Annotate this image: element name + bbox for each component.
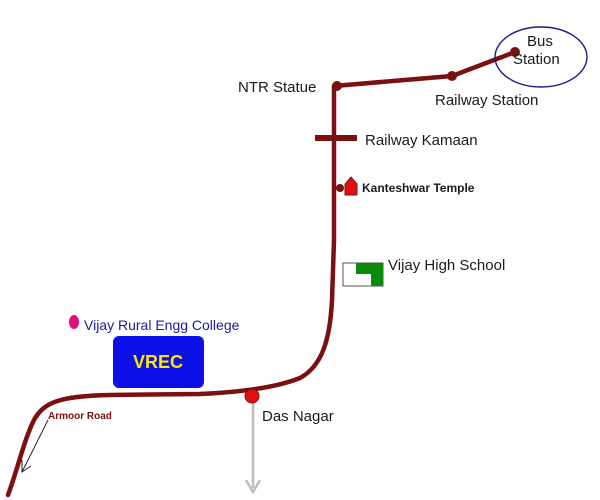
ntr-statue-label: NTR Statue	[238, 79, 316, 96]
kanteshwar-temple-dot	[336, 184, 344, 192]
south-road-arrow-icon	[244, 479, 262, 495]
vrec-block	[113, 336, 204, 388]
location-pin-icon	[244, 388, 260, 404]
railway-station-dot	[447, 71, 457, 81]
college-label: Vijay Rural Engg College	[84, 317, 240, 333]
college-marker-icon	[69, 315, 79, 329]
bus-station-label-line2: Station	[513, 51, 560, 68]
bus-station-ring	[494, 26, 588, 88]
ntr-statue-dot	[332, 81, 342, 91]
temple-icon	[344, 176, 358, 196]
das-nagar-label: Das Nagar	[262, 408, 334, 425]
railway-station-label: Railway Station	[435, 92, 538, 109]
railway-kamaan-label: Railway Kamaan	[365, 132, 478, 149]
vijay-high-school-label: Vijay High School	[388, 257, 505, 274]
armoor-arrow-head-icon	[21, 460, 32, 473]
armoor-road-label: Armoor Road	[48, 411, 112, 422]
bus-station-label-line1: Bus	[527, 33, 553, 50]
kanteshwar-temple-label: Kanteshwar Temple	[362, 181, 475, 195]
main-road	[5, 49, 518, 498]
armoor-road-arrow	[21, 419, 49, 473]
bus-station-dot	[510, 47, 520, 57]
vrec-label: VREC	[133, 352, 183, 372]
school-icon	[342, 262, 384, 287]
